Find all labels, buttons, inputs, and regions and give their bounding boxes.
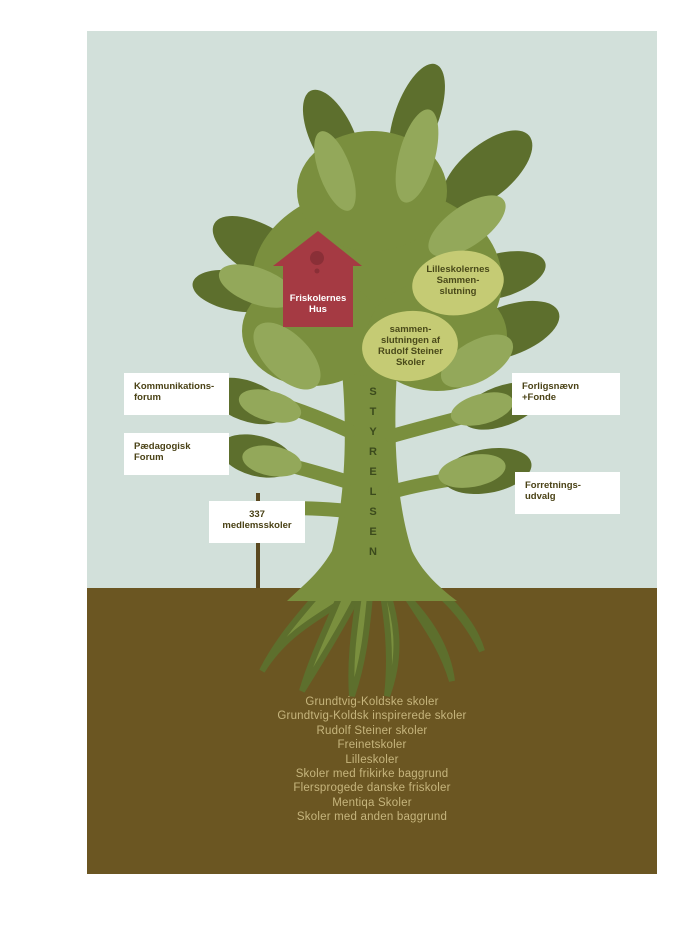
trunk-letter: R [369, 446, 377, 458]
crown-light-leaves [218, 109, 514, 488]
school-type-list: Grundtvig-Koldske skoler Grundtvig-Kolds… [87, 695, 657, 825]
trunk-letter: T [369, 406, 377, 418]
trunk-letter: S [369, 386, 377, 398]
school-type: Grundtvig-Koldsk inspirerede skoler [277, 710, 467, 723]
sign-medlemsskoler: 337 medlemsskoler [209, 501, 305, 543]
trunk-letter: Y [369, 426, 377, 438]
sign-label: Pædagogisk Forum [134, 441, 191, 463]
soil [87, 588, 657, 874]
tree-illustration [87, 31, 657, 874]
trunk-letter: E [369, 526, 377, 538]
sign-forretningsudvalg: Forretnings- udvalg [515, 472, 620, 514]
poster: Friskolernes Hus Lilleskolernes Sammen- … [87, 31, 657, 874]
trunk [287, 371, 457, 601]
friskolernes-hus-house [273, 231, 362, 327]
school-type: Skoler med frikirke baggrund [295, 768, 449, 781]
sign-label: Forretnings- udvalg [525, 480, 581, 502]
steiner-leaf [362, 310, 458, 382]
roots [259, 548, 485, 698]
sign-paedagogisk-forum: Pædagogisk Forum [124, 433, 229, 475]
sign-kommunikationsforum: Kommunikations- forum [124, 373, 229, 415]
house-label: Friskolernes Hus [289, 293, 347, 315]
trunk-letter: E [369, 466, 377, 478]
trunk-letter: N [369, 546, 377, 558]
school-type: Rudolf Steiner skoler [316, 724, 428, 737]
trunk-letter: S [369, 506, 377, 518]
steiner-label: sammen- slutningen af Rudolf Steiner Sko… [378, 324, 443, 368]
sign-label: Kommunikations- forum [134, 381, 215, 403]
school-type: Lilleskoler [345, 753, 399, 766]
school-type: Skoler med anden baggrund [296, 811, 448, 824]
school-type: Flersprogede danske friskoler [293, 782, 451, 795]
school-type: Grundtvig-Koldske skoler [305, 696, 439, 708]
school-type: Mentiqa Skoler [332, 796, 412, 809]
lilleskolernes-label: Lilleskolernes Sammen- slutning [426, 264, 490, 297]
sign-label: Forligsnævn +Fonde [522, 381, 580, 403]
trunk-letter: L [369, 486, 377, 498]
lilleskolernes-leaf [412, 250, 504, 316]
school-type: Freinetskoler [337, 739, 407, 752]
sign-forligsnaevn: Forligsnævn +Fonde [512, 373, 620, 415]
sign-label: 337 medlemsskoler [222, 509, 292, 531]
